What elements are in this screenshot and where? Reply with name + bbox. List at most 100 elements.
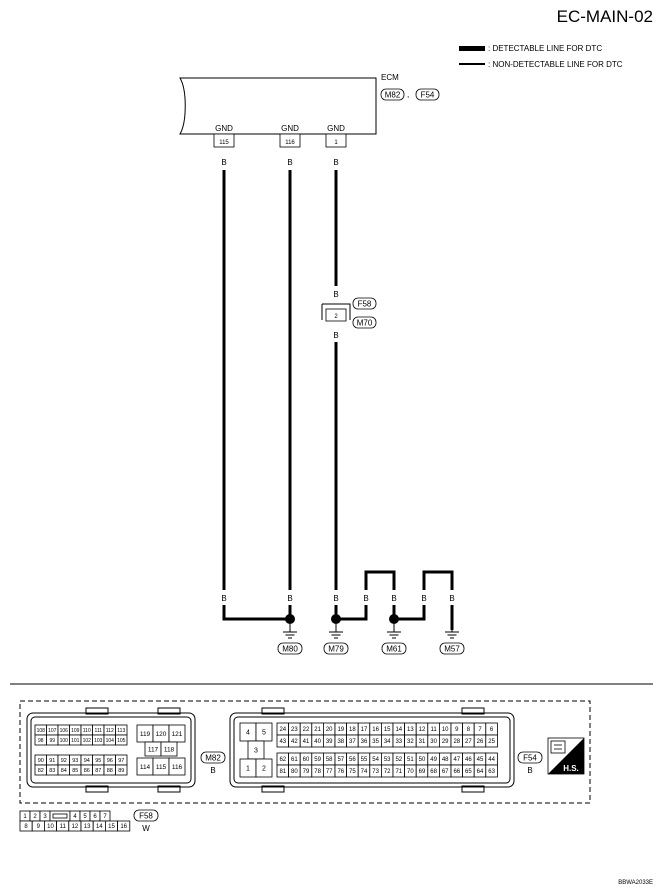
ground-badge bbox=[323, 642, 349, 655]
ground-m57: M57 bbox=[439, 630, 465, 655]
connector-f54-inner bbox=[233, 716, 511, 784]
pin-cell bbox=[115, 734, 128, 746]
pin-number: 14 bbox=[96, 824, 103, 830]
pin-number: 15 bbox=[384, 727, 391, 733]
ecm-box: ECM M82 , F54 bbox=[179, 73, 440, 135]
pin-number: 45 bbox=[477, 757, 484, 763]
joint-pin-number: 2 bbox=[334, 314, 338, 320]
pin-number: 10 bbox=[442, 727, 449, 733]
pin-number: 87 bbox=[95, 768, 101, 774]
ecm-connector-separator: , bbox=[407, 90, 409, 99]
ecm-outline bbox=[179, 77, 377, 135]
pin-number: 98 bbox=[38, 738, 44, 744]
ecm-connector-a-text: M82 bbox=[385, 91, 401, 100]
pin-number: 3 bbox=[254, 748, 258, 755]
pin-number: 62 bbox=[279, 757, 286, 763]
pin-number: 18 bbox=[349, 727, 356, 733]
splice-dot bbox=[389, 614, 399, 624]
joint-bracket-right bbox=[322, 303, 351, 320]
pin-number: 102 bbox=[83, 738, 92, 744]
connector-latch bbox=[461, 707, 485, 715]
terminal-pin-number: 115 bbox=[219, 140, 229, 146]
pin-number: 34 bbox=[384, 739, 391, 745]
wire-color-label: B bbox=[333, 594, 338, 603]
pin-number: 117 bbox=[148, 746, 159, 753]
pin-number: 101 bbox=[71, 738, 80, 744]
terminal-1: GND 1 B bbox=[325, 124, 347, 167]
jumper-loop-m57 bbox=[422, 570, 454, 590]
pin-number: 2 bbox=[33, 814, 37, 820]
pin-number: 36 bbox=[361, 739, 368, 745]
pin-cell bbox=[117, 820, 131, 832]
key-slot-inner bbox=[52, 813, 68, 819]
ecm-connector-badge-b bbox=[415, 88, 440, 101]
pin-cell bbox=[160, 741, 178, 757]
connector-f58-badge bbox=[133, 809, 159, 822]
pin-number: 70 bbox=[407, 769, 414, 775]
pin-number: 9 bbox=[37, 824, 41, 830]
pin-number: 104 bbox=[106, 738, 115, 744]
wire-color-label: B bbox=[333, 158, 338, 167]
pin-number: 97 bbox=[118, 758, 124, 764]
pin-number: 22 bbox=[303, 727, 310, 733]
pin-number: 56 bbox=[349, 757, 356, 763]
pin-number: 48 bbox=[442, 757, 449, 763]
terminal-116: GND 116 B bbox=[279, 124, 301, 167]
pin-number: 11 bbox=[430, 727, 437, 733]
terminal-label: GND bbox=[281, 124, 299, 133]
pin-number: 37 bbox=[349, 739, 356, 745]
pin-number: 78 bbox=[314, 769, 321, 775]
ground-badge bbox=[381, 642, 407, 655]
pin-number: 39 bbox=[326, 739, 333, 745]
pin-number: 6 bbox=[93, 814, 97, 820]
pin-number: 110 bbox=[83, 728, 91, 734]
pin-number: 120 bbox=[156, 731, 167, 738]
pin-number: 49 bbox=[430, 757, 437, 763]
pin-number: 92 bbox=[61, 758, 67, 764]
connector-f54-color: B bbox=[527, 766, 532, 775]
pin-number: 16 bbox=[372, 727, 379, 733]
pin-number: 12 bbox=[72, 824, 79, 830]
ecm-label: ECM bbox=[381, 73, 399, 82]
pin-number: 106 bbox=[60, 728, 69, 734]
pin-number: 17 bbox=[361, 727, 368, 733]
ground-badge bbox=[439, 642, 465, 655]
pin-number: 38 bbox=[337, 739, 344, 745]
terminal-115: GND 115 B bbox=[213, 124, 235, 167]
pin-number: 67 bbox=[442, 769, 449, 775]
pin-number: 28 bbox=[453, 739, 460, 745]
pin-number: 40 bbox=[314, 739, 321, 745]
connector-latch bbox=[157, 785, 181, 793]
pin-number: 16 bbox=[120, 824, 127, 830]
ecm-connector-b-text: F54 bbox=[421, 91, 435, 100]
hs-badge-triangle bbox=[548, 738, 584, 774]
pin-number: 47 bbox=[453, 757, 460, 763]
pin-number: 79 bbox=[303, 769, 310, 775]
terminal-pin-box bbox=[213, 133, 235, 148]
pin-cell bbox=[485, 734, 498, 748]
pin-number: 5 bbox=[83, 814, 87, 820]
pin-number: 89 bbox=[118, 768, 124, 774]
wire-jumper-to-m79 bbox=[336, 605, 368, 621]
wire-color-label: B bbox=[333, 290, 338, 299]
pin-number: 108 bbox=[37, 728, 46, 734]
legend: : DETECTABLE LINE FOR DTC : NON-DETECTAB… bbox=[459, 44, 623, 69]
ground-m80: M80 bbox=[277, 624, 303, 655]
pin-number: 12 bbox=[419, 727, 426, 733]
ground-badge bbox=[277, 642, 303, 655]
ground-m79: M79 bbox=[323, 624, 349, 655]
ground-label: M57 bbox=[444, 645, 460, 654]
pin-number: 82 bbox=[38, 768, 44, 774]
pin-number: 121 bbox=[172, 731, 183, 738]
pin-cell bbox=[168, 757, 186, 776]
pin-number: 95 bbox=[95, 758, 101, 764]
wire-color-label: B bbox=[221, 594, 226, 603]
legend-non-detectable-text: : NON-DETECTABLE LINE FOR DTC bbox=[488, 60, 623, 69]
pin-number: 9 bbox=[455, 727, 459, 733]
terminal-pin-box bbox=[325, 133, 347, 148]
joint-connector-badge-b bbox=[352, 316, 377, 329]
pin-number: 75 bbox=[349, 769, 356, 775]
pin-number: 15 bbox=[108, 824, 115, 830]
